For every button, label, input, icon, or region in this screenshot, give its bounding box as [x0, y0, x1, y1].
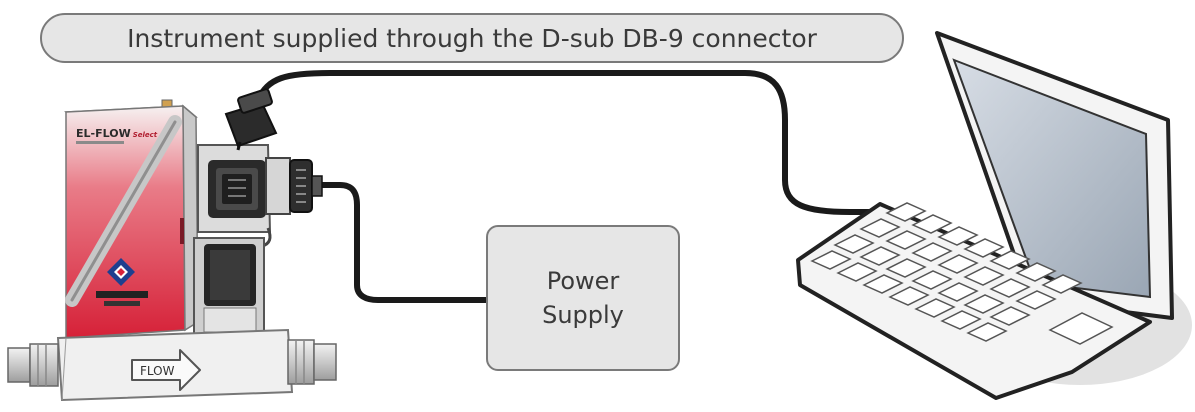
left-fitting: [7, 347, 31, 383]
valve-body: [193, 237, 265, 337]
power-jack: [265, 157, 323, 215]
caption-label: Instrument supplied through the D-sub DB…: [40, 13, 904, 63]
bronkhorst-logo-icon: [107, 258, 135, 286]
flow-arrow-icon: [131, 349, 201, 391]
power-supply-box: Power Supply: [486, 225, 680, 371]
right-fitting: [287, 339, 315, 385]
power-cable: [315, 182, 491, 303]
db9-plug-cap: [237, 88, 273, 114]
laptop-keyboard: [810, 202, 1083, 342]
power-supply-line-1: Power: [546, 267, 620, 295]
power-supply-line-2: Supply: [542, 301, 624, 329]
data-cable: [255, 70, 903, 215]
laptop-front-edge: [799, 283, 1151, 400]
laptop-touchpad: [1048, 312, 1114, 345]
logo-text-block: [96, 291, 148, 298]
laptop: [796, 31, 1192, 400]
caption-text: Instrument supplied through the D-sub DB…: [127, 23, 817, 53]
flow-base: FLOW: [7, 328, 337, 402]
laptop-screen: [952, 58, 1152, 299]
flow-label: FLOW: [140, 364, 175, 378]
